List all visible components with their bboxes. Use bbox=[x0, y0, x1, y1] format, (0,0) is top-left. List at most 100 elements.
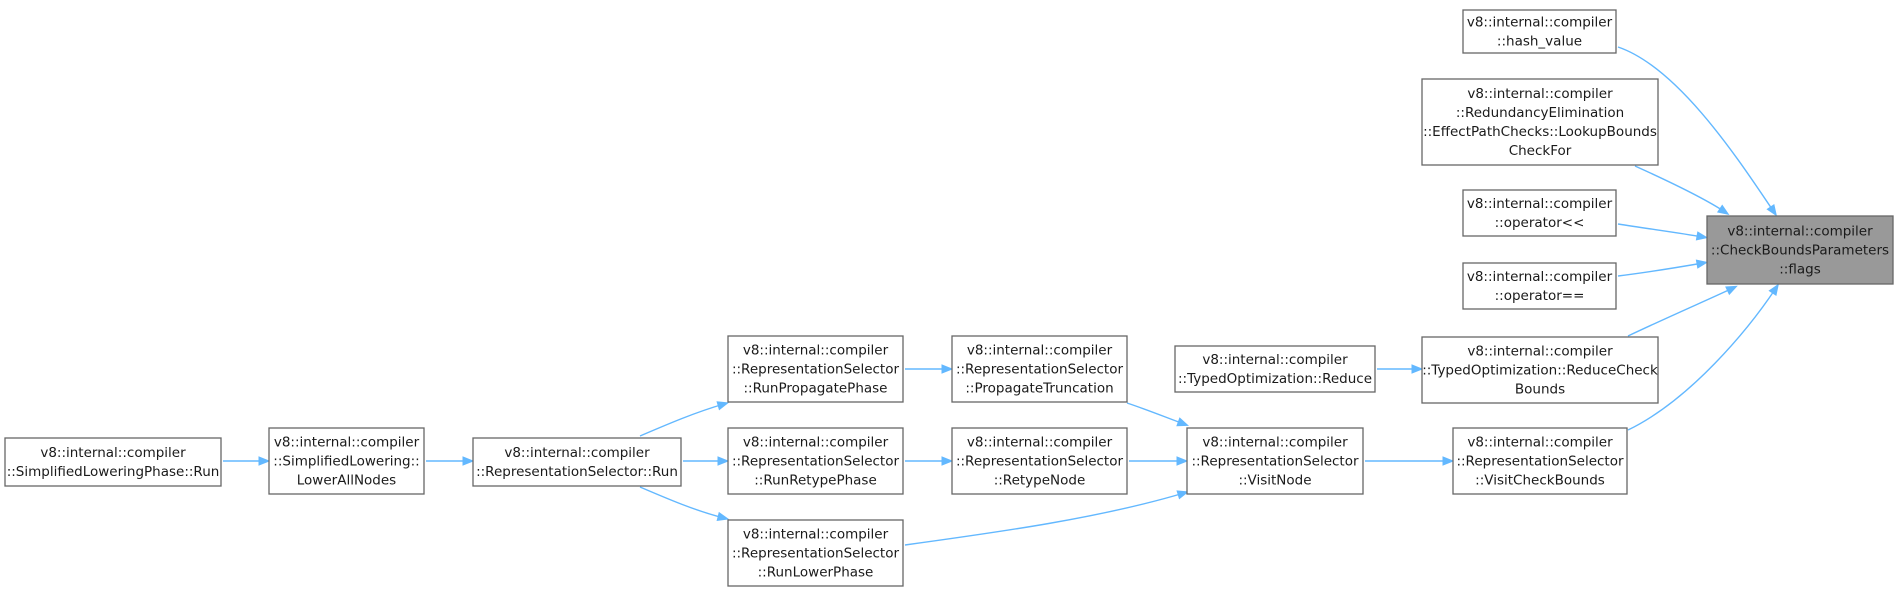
node-label-line: v8::internal::compiler bbox=[1467, 86, 1613, 102]
node-lower-all-nodes[interactable]: v8::internal::compiler::SimplifiedLoweri… bbox=[268, 427, 425, 495]
node-box bbox=[1452, 427, 1628, 495]
edge-line bbox=[1627, 287, 1777, 431]
edge-line bbox=[1126, 402, 1185, 425]
node-label-line: v8::internal::compiler bbox=[1202, 435, 1348, 451]
node-box bbox=[1706, 215, 1894, 285]
node-label-line: LowerAllNodes bbox=[297, 473, 396, 489]
node-box bbox=[1462, 189, 1617, 237]
node-run-lower[interactable]: v8::internal::compiler::RepresentationSe… bbox=[727, 519, 904, 587]
arrowhead-icon bbox=[716, 511, 730, 522]
node-propagate-truncation[interactable]: v8::internal::compiler::RepresentationSe… bbox=[951, 335, 1128, 403]
node-label-line: v8::internal::compiler bbox=[1202, 352, 1348, 368]
node-label-line: ::PropagateTruncation bbox=[965, 381, 1113, 397]
node-lookup-bounds[interactable]: v8::internal::compiler::RedundancyElimin… bbox=[1421, 78, 1659, 166]
node-hash-value[interactable]: v8::internal::compiler::hash_value bbox=[1462, 9, 1617, 54]
node-label-line: ::TypedOptimization::ReduceCheck bbox=[1422, 363, 1658, 379]
node-box bbox=[951, 335, 1128, 403]
node-label-line: ::RunRetypePhase bbox=[754, 473, 877, 489]
node-label-line: v8::internal::compiler bbox=[40, 445, 186, 461]
node-label-line: ::RunLowerPhase bbox=[758, 565, 874, 581]
node-box bbox=[472, 437, 682, 487]
node-run-retype[interactable]: v8::internal::compiler::RepresentationSe… bbox=[727, 427, 904, 495]
node-label-line: v8::internal::compiler bbox=[1467, 344, 1613, 360]
edge-run_retype-to-retype_node bbox=[905, 456, 954, 466]
node-run-propagate[interactable]: v8::internal::compiler::RepresentationSe… bbox=[727, 335, 904, 403]
node-label-line: v8::internal::compiler bbox=[1467, 15, 1613, 31]
edge-retype_node-to-visit_node bbox=[1129, 456, 1189, 466]
edge-propagate_truncation-to-visit_node bbox=[1126, 402, 1190, 427]
arrowhead-icon bbox=[1176, 456, 1189, 466]
edge-operator_shl-to-flags bbox=[1617, 223, 1709, 241]
node-label-line: ::RunPropagatePhase bbox=[744, 381, 888, 397]
node-box bbox=[727, 519, 904, 587]
node-rs-run[interactable]: v8::internal::compiler::RepresentationSe… bbox=[472, 437, 682, 487]
arrowhead-icon bbox=[1176, 417, 1190, 427]
node-operator-shl[interactable]: v8::internal::compiler::operator<< bbox=[1462, 189, 1617, 237]
node-box bbox=[1186, 427, 1364, 495]
node-retype-node[interactable]: v8::internal::compiler::RepresentationSe… bbox=[951, 427, 1128, 495]
node-label-line: ::operator<< bbox=[1495, 215, 1585, 231]
edge-line bbox=[1617, 46, 1775, 213]
arrowhead-icon bbox=[1768, 283, 1779, 297]
arrowhead-icon bbox=[1725, 285, 1738, 296]
node-label-line: v8::internal::compiler bbox=[967, 343, 1113, 359]
node-label-line: ::EffectPathChecks::LookupBounds bbox=[1423, 124, 1657, 140]
arrowhead-icon bbox=[1695, 231, 1709, 241]
node-label-line: v8::internal::compiler bbox=[1467, 196, 1613, 212]
nodes: v8::internal::compiler::CheckBoundsParam… bbox=[4, 9, 1894, 587]
node-label-line: ::SimplifiedLoweringPhase::Run bbox=[7, 464, 220, 480]
edge-line bbox=[1617, 262, 1704, 277]
node-reduce-check-bounds[interactable]: v8::internal::compiler::TypedOptimizatio… bbox=[1421, 336, 1659, 404]
node-visit-check-bounds[interactable]: v8::internal::compiler::RepresentationSe… bbox=[1452, 427, 1628, 495]
node-label-line: ::RepresentationSelector bbox=[1456, 454, 1624, 470]
node-label-line: ::RepresentationSelector bbox=[956, 362, 1124, 378]
node-label-line: Bounds bbox=[1515, 382, 1565, 398]
node-label-line: ::RepresentationSelector::Run bbox=[476, 464, 678, 480]
node-label-line: ::TypedOptimization::Reduce bbox=[1178, 371, 1372, 387]
node-operator-eq[interactable]: v8::internal::compiler::operator== bbox=[1462, 262, 1617, 310]
edge-phase_run-to-lower_all_nodes bbox=[223, 456, 271, 466]
edge-typed_reduce-to-reduce_check_bounds bbox=[1377, 364, 1424, 374]
edge-reduce_check_bounds-to-flags bbox=[1627, 285, 1738, 337]
edge-lookup_bounds-to-flags bbox=[1634, 165, 1730, 215]
node-label-line: CheckFor bbox=[1509, 143, 1572, 159]
edge-visit_check_bounds-to-flags bbox=[1627, 283, 1779, 431]
node-label-line: ::operator== bbox=[1495, 288, 1585, 304]
node-label-line: v8::internal::compiler bbox=[1467, 435, 1613, 451]
node-visit-node[interactable]: v8::internal::compiler::RepresentationSe… bbox=[1186, 427, 1364, 495]
node-box bbox=[951, 427, 1128, 495]
edge-rs_run-to-run_propagate bbox=[639, 401, 730, 437]
node-box bbox=[727, 427, 904, 495]
edge-rs_run-to-run_lower bbox=[639, 486, 730, 522]
edge-line bbox=[1627, 287, 1734, 337]
node-box bbox=[1421, 336, 1659, 404]
node-label-line: ::RedundancyElimination bbox=[1456, 105, 1624, 121]
node-label-line: ::CheckBoundsParameters bbox=[1711, 243, 1889, 259]
arrowhead-icon bbox=[1411, 364, 1424, 374]
node-label-line: ::flags bbox=[1779, 262, 1820, 278]
edge-lower_all_nodes-to-rs_run bbox=[426, 456, 475, 466]
arrowhead-icon bbox=[716, 401, 730, 411]
node-label-line: v8::internal::compiler bbox=[1727, 224, 1873, 240]
edge-line bbox=[639, 403, 725, 437]
arrowhead-icon bbox=[1766, 203, 1778, 217]
node-flags[interactable]: v8::internal::compiler::CheckBoundsParam… bbox=[1706, 215, 1894, 285]
arrowhead-icon bbox=[1176, 490, 1190, 500]
node-phase-run[interactable]: v8::internal::compiler::SimplifiedLoweri… bbox=[4, 437, 222, 487]
arrowhead-icon bbox=[1716, 204, 1730, 215]
arrowhead-icon bbox=[941, 456, 954, 466]
node-typed-reduce[interactable]: v8::internal::compiler::TypedOptimizatio… bbox=[1174, 345, 1376, 393]
node-label-line: ::RepresentationSelector bbox=[956, 454, 1124, 470]
node-label-line: v8::internal::compiler bbox=[743, 527, 889, 543]
node-label-line: v8::internal::compiler bbox=[1467, 269, 1613, 285]
node-label-line: ::VisitCheckBounds bbox=[1475, 473, 1605, 489]
node-label-line: v8::internal::compiler bbox=[274, 435, 420, 451]
arrowhead-icon bbox=[462, 456, 475, 466]
node-box bbox=[727, 335, 904, 403]
edge-line bbox=[904, 492, 1185, 546]
node-box bbox=[1462, 9, 1617, 54]
node-label-line: ::VisitNode bbox=[1238, 473, 1311, 489]
edge-hash_value-to-flags bbox=[1617, 46, 1778, 217]
arrowhead-icon bbox=[941, 364, 954, 374]
